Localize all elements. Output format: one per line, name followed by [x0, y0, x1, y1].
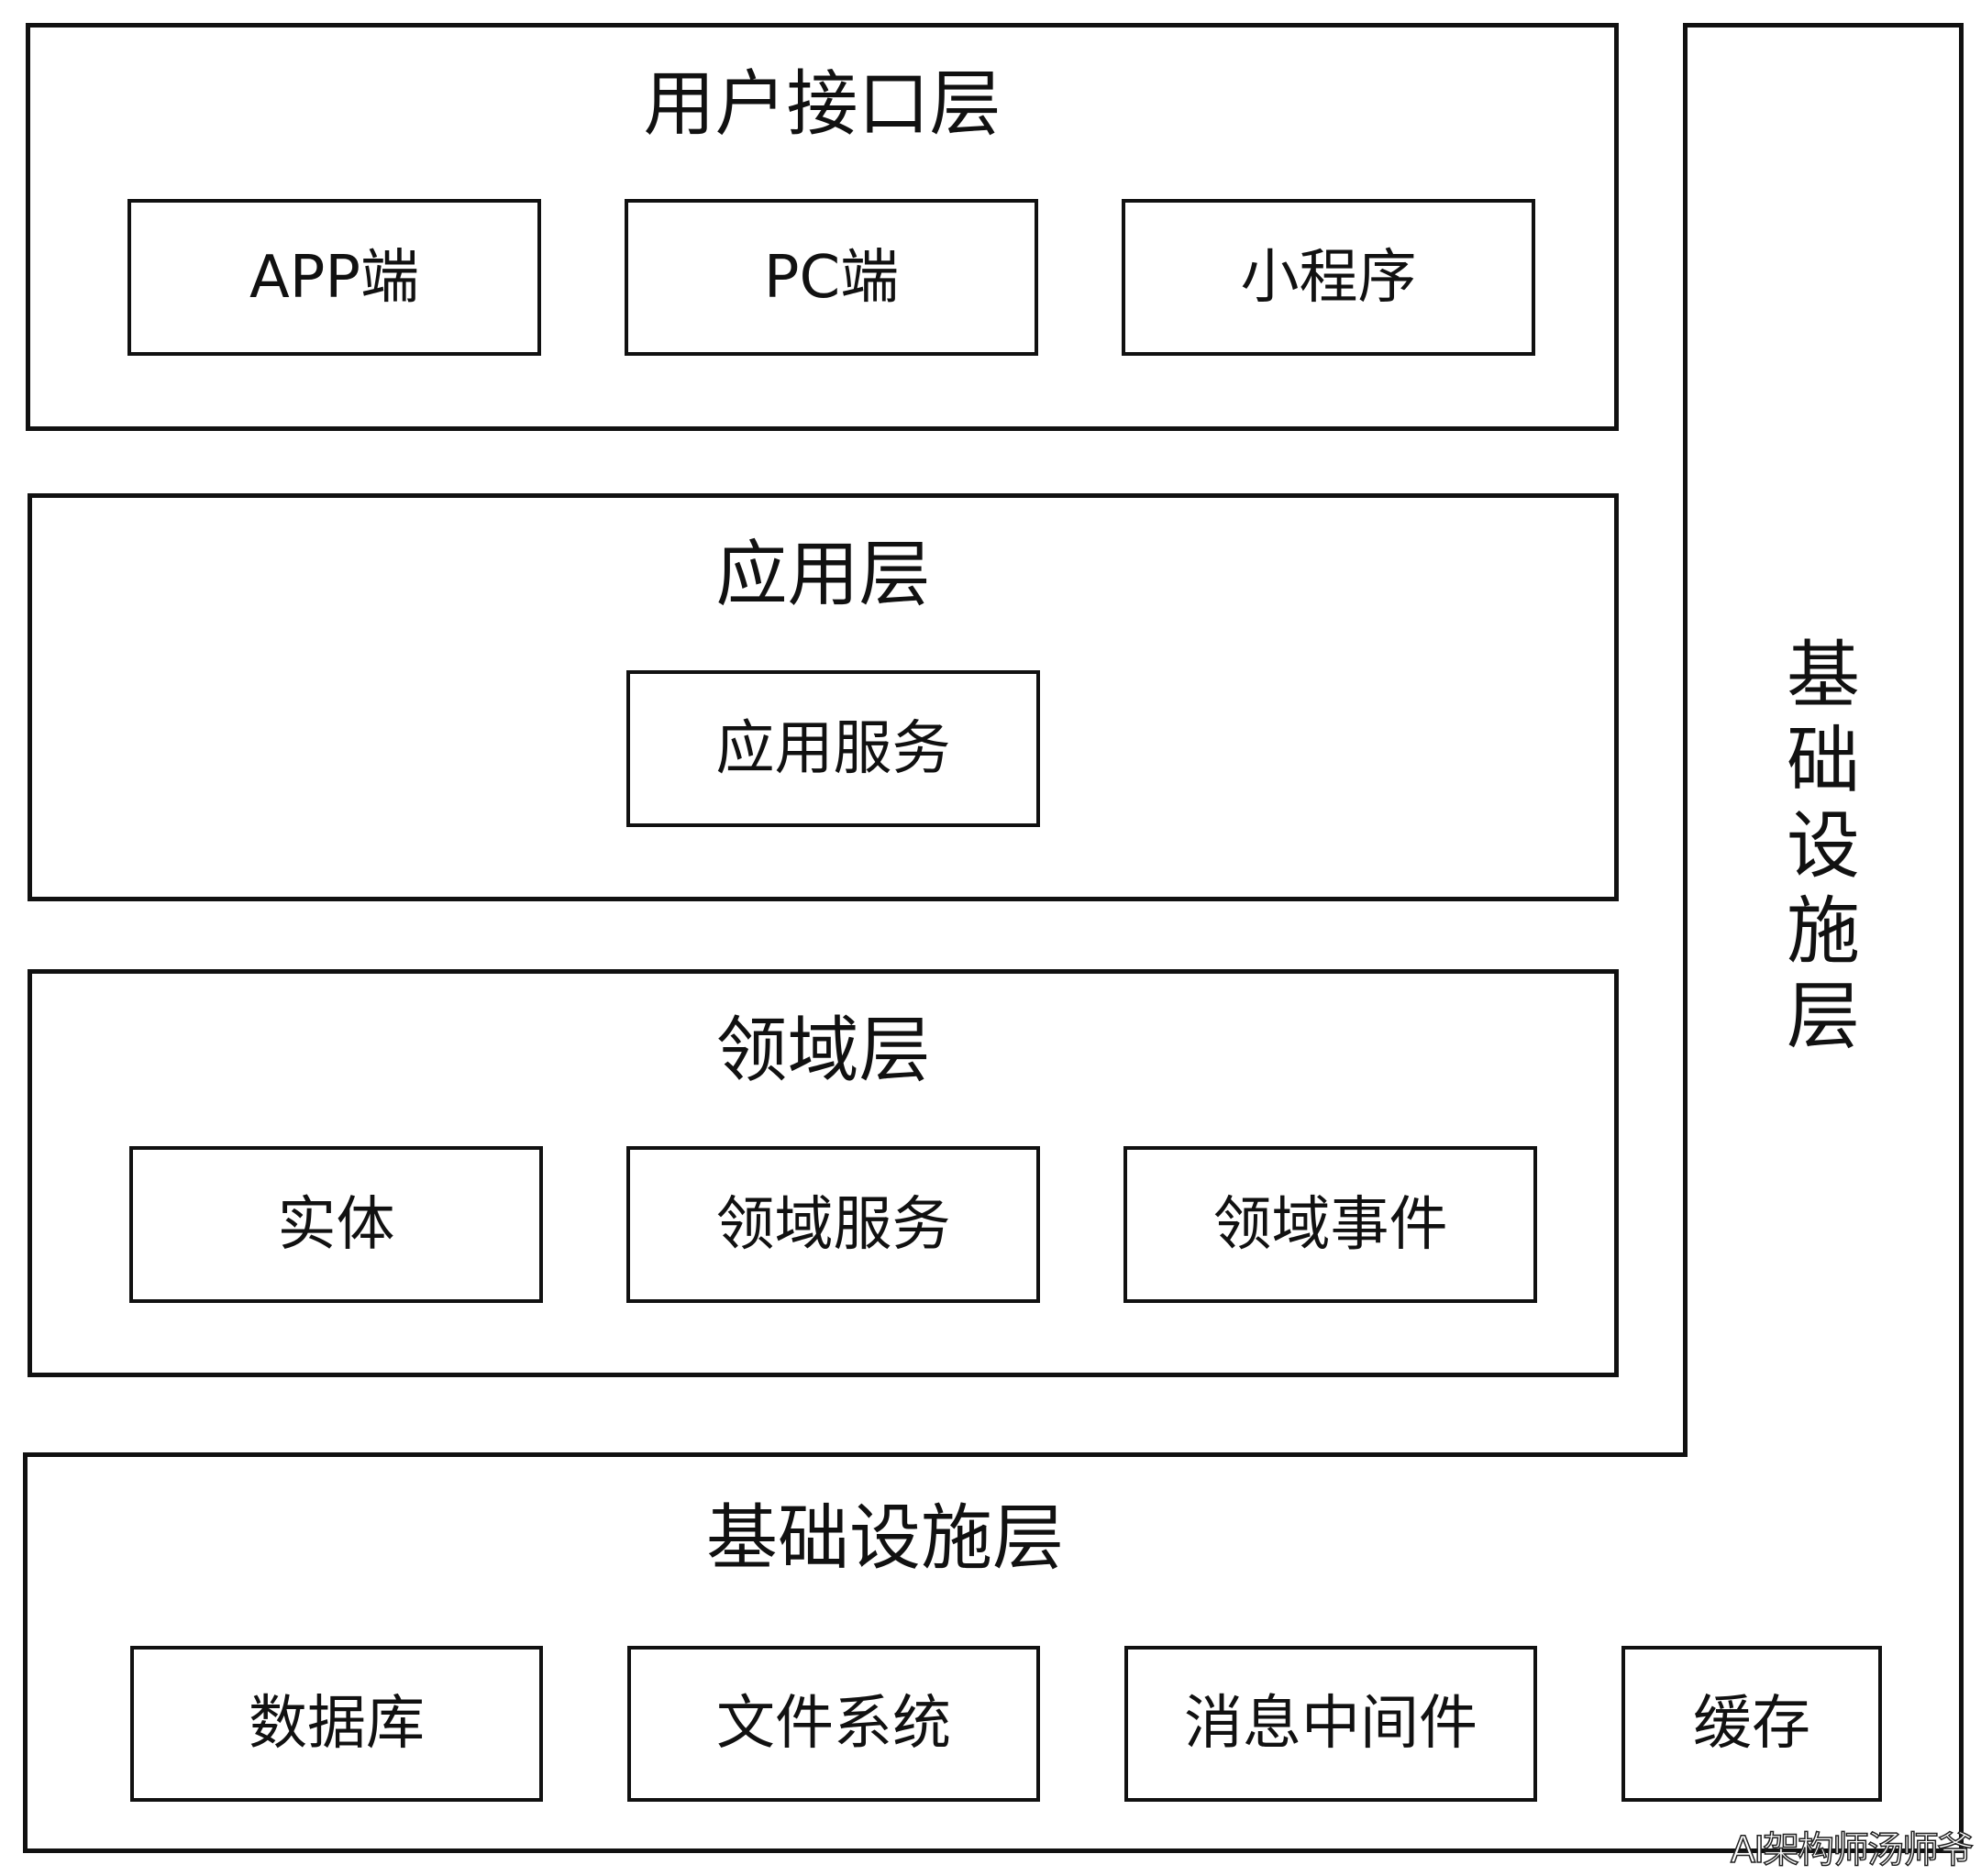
mini-program-box: 小程序 — [1122, 199, 1535, 356]
domain-event-box: 领域事件 — [1123, 1146, 1537, 1303]
user-interface-layer-title: 用户接口层 — [643, 63, 1002, 146]
watermark: AI架构师汤师爷 — [1730, 1829, 1975, 1871]
infra-layer-title: 基础设施层 — [705, 1497, 1064, 1580]
entity-box: 实体 — [129, 1146, 543, 1303]
vertical-char: 层 — [1787, 974, 1860, 1059]
database-box: 数据库 — [130, 1646, 543, 1802]
vertical-char: 设 — [1787, 803, 1860, 888]
infra-layer: 基础设施层 数据库 文件系统 消息中间件 缓存 — [23, 1452, 1964, 1853]
message-middleware-box: 消息中间件 — [1124, 1646, 1537, 1802]
pc-client-box: PC端 — [625, 199, 1038, 356]
domain-service-box: 领域服务 — [626, 1146, 1040, 1303]
application-service-box: 应用服务 — [626, 670, 1040, 827]
file-system-box: 文件系统 — [627, 1646, 1040, 1802]
domain-layer: 领域层 实体 领域服务 领域事件 — [28, 969, 1619, 1377]
infra-layer-vertical-title: 基 础 设 施 层 — [1688, 633, 1959, 1059]
application-layer-title: 应用层 — [715, 534, 931, 616]
domain-layer-title: 领域层 — [715, 1010, 931, 1092]
infra-joint-cover — [1688, 1448, 1959, 1459]
vertical-char: 施 — [1787, 888, 1860, 974]
app-client-box: APP端 — [127, 199, 541, 356]
cache-box: 缓存 — [1621, 1646, 1882, 1802]
vertical-char: 础 — [1787, 718, 1860, 803]
vertical-char: 基 — [1787, 633, 1860, 718]
user-interface-layer: 用户接口层 APP端 PC端 小程序 — [26, 23, 1619, 431]
infra-layer-side-column: 基 础 设 施 层 — [1683, 23, 1964, 1457]
application-layer: 应用层 应用服务 — [28, 493, 1619, 901]
